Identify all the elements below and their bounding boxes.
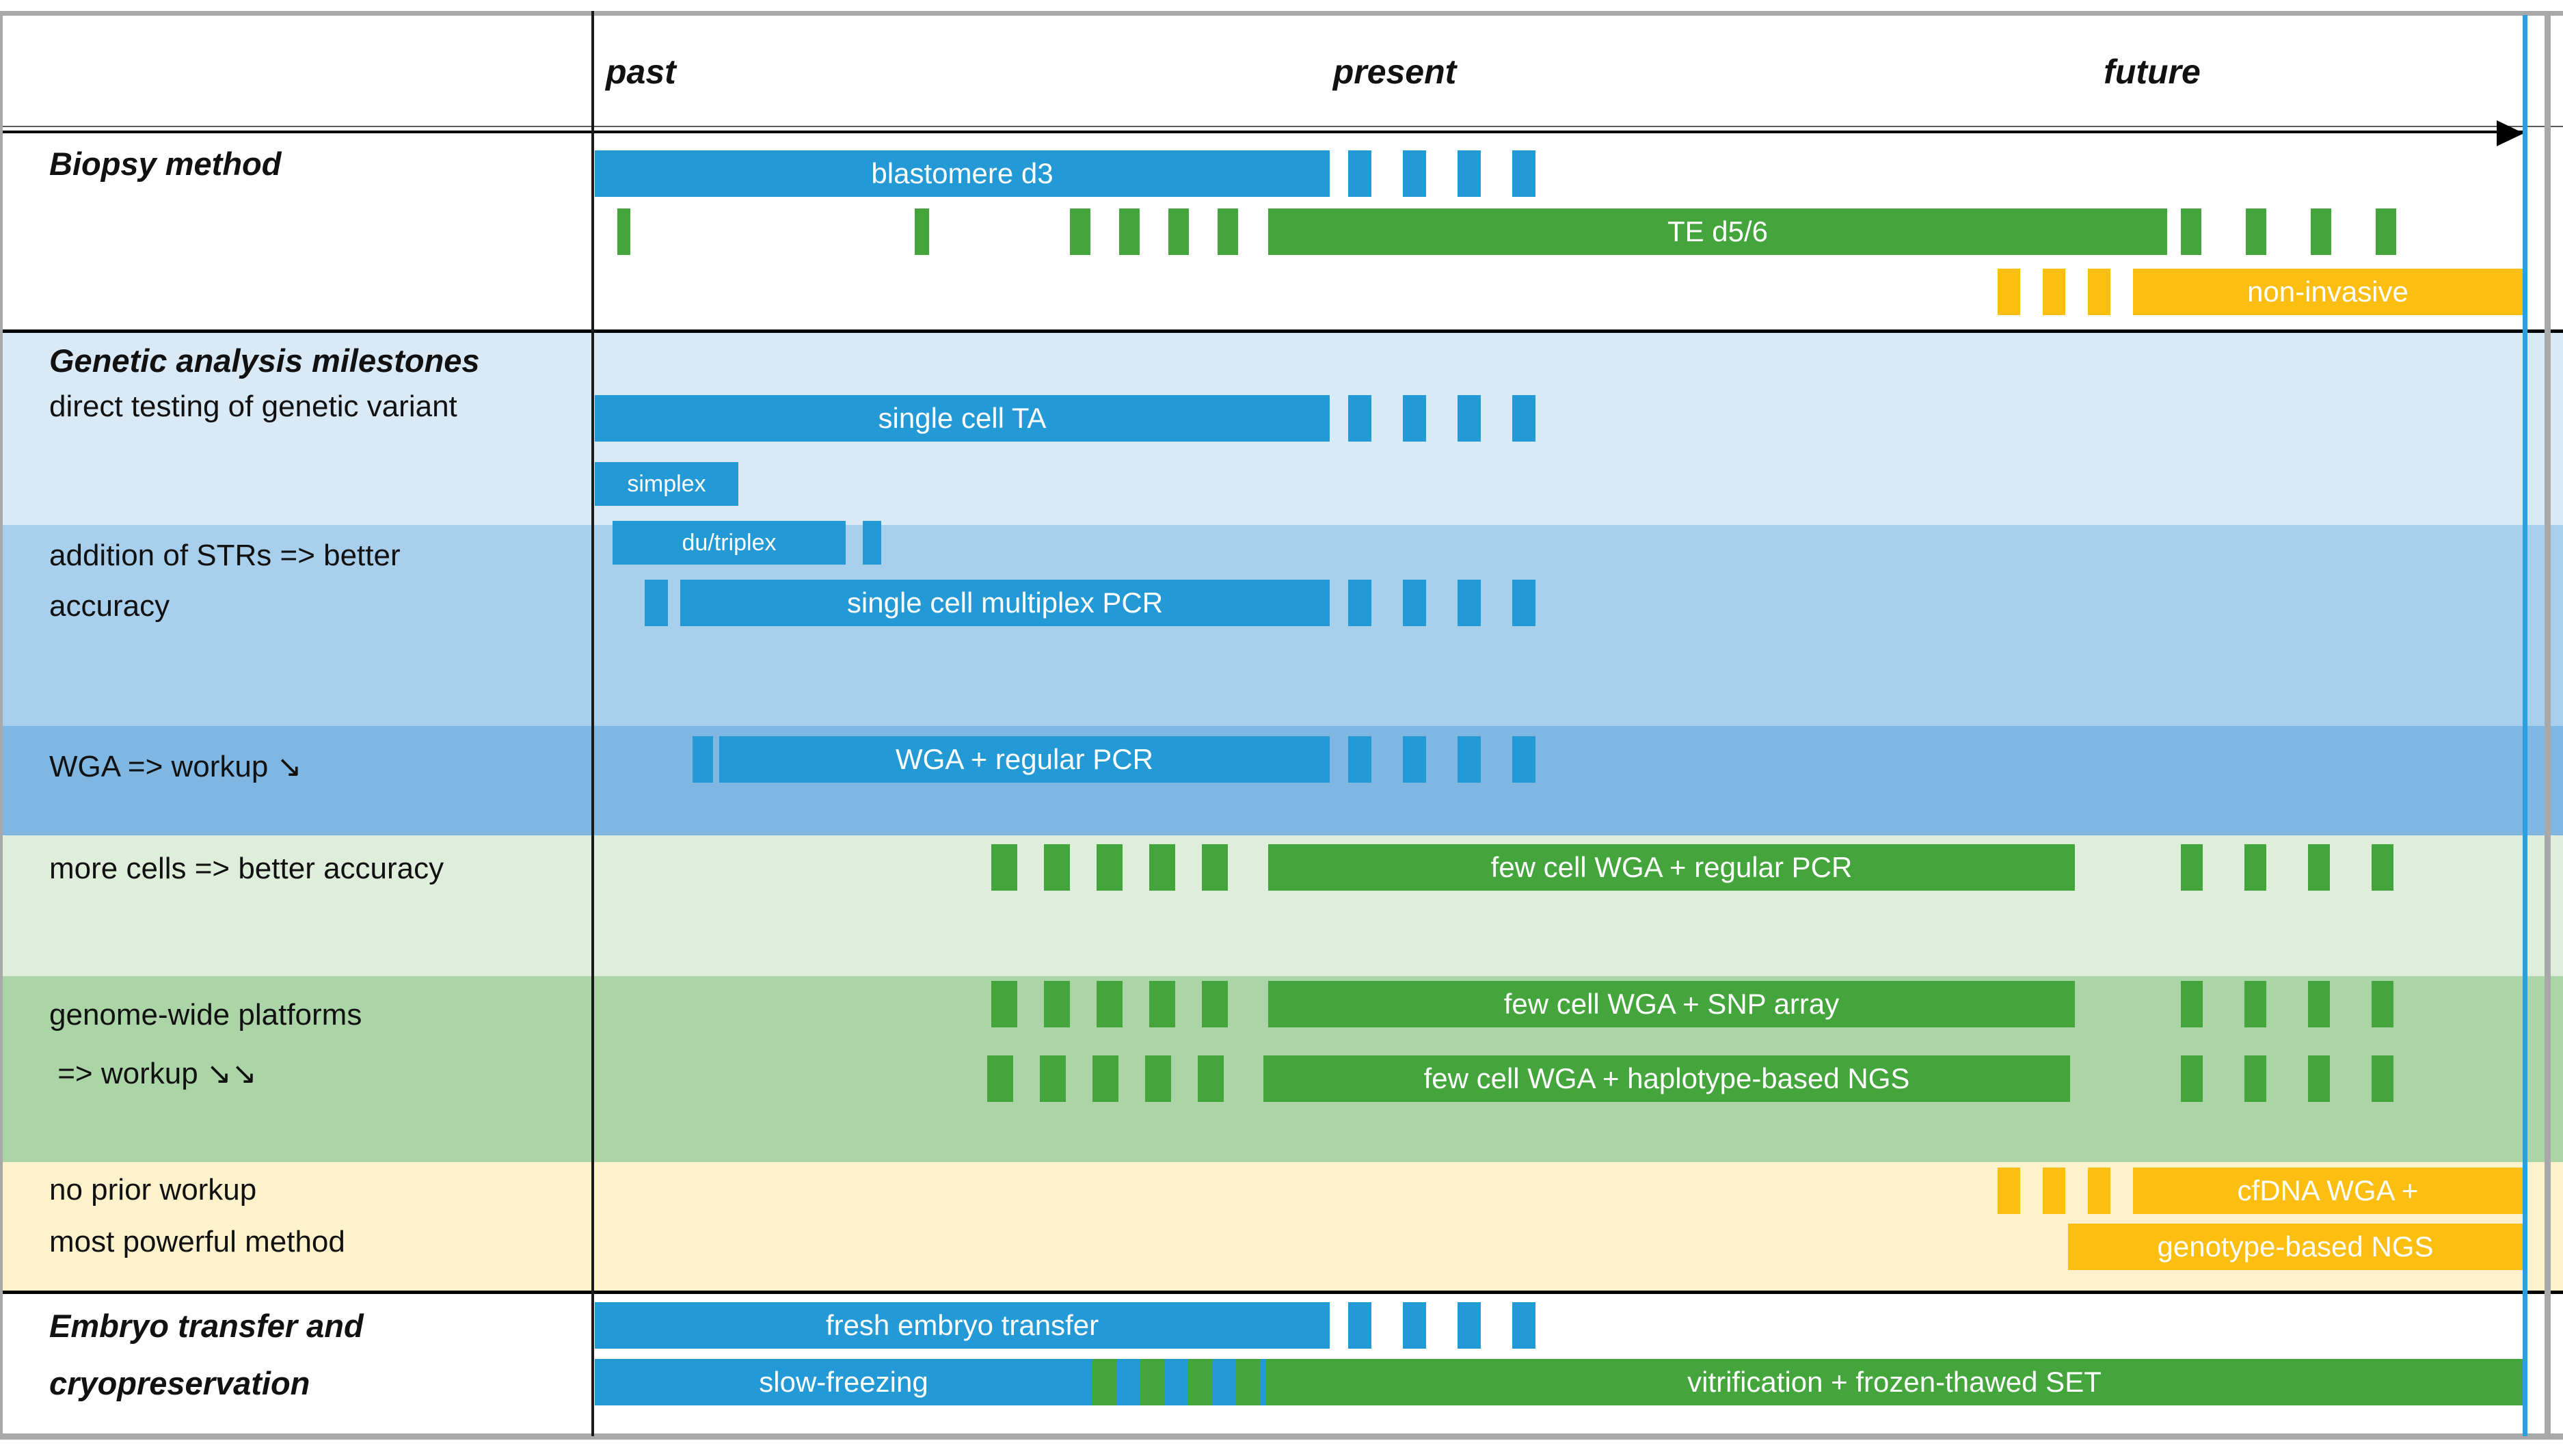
- frame-left: [0, 11, 3, 1440]
- bar-te-d5-6: TE d5/6: [1268, 208, 2167, 255]
- row-label-genome-wide-line1: genome-wide platforms: [49, 998, 362, 1032]
- axis-label-present: present: [1332, 53, 1457, 91]
- timeline-axis-line: [0, 131, 2524, 133]
- dash-group-haplotype-ngs-fade-out: [2181, 1055, 2394, 1102]
- bar-du-triplex: du/triplex: [613, 521, 846, 565]
- dash-multiplex-fade-in: [645, 580, 668, 626]
- bar-cfdna-wga: cfDNA WGA +: [2133, 1168, 2523, 1214]
- bar-blastomere-d3: blastomere d3: [595, 150, 1330, 197]
- dash-group-cfdna-fade-in: [1998, 1168, 2110, 1214]
- row-label-wga-workup: WGA => workup ↘: [49, 750, 302, 783]
- frame-right: [2545, 11, 2551, 1440]
- bar-non-invasive: non-invasive: [2133, 269, 2523, 315]
- row-label-strs-line2: accuracy: [49, 589, 170, 623]
- bar-slow-freezing: slow-freezing: [595, 1359, 1092, 1405]
- dash-group-single-cell-ta-fade-out: [1348, 395, 1540, 442]
- dash-group-te-fade-out: [2181, 208, 2396, 255]
- dash-group-snp-fade-out: [2181, 981, 2394, 1027]
- dash-group-multiplex-fade-out: [1348, 580, 1540, 626]
- divider-milestones-transfer: [0, 1291, 2563, 1294]
- dash-wga-fade-in: [693, 736, 713, 783]
- axis-label-future: future: [2104, 53, 2201, 91]
- row-label-direct-testing: direct testing of genetic variant: [49, 390, 457, 423]
- bar-genotype-based-ngs: genotype-based NGS: [2068, 1224, 2523, 1270]
- row-label-more-cells: more cells => better accuracy: [49, 852, 444, 885]
- dash-group-wga-fade-out: [1348, 736, 1540, 783]
- dash-group-fresh-transfer-fade-out: [1348, 1302, 1540, 1349]
- dash-du-triplex-fade-out: [863, 521, 881, 565]
- section-title-biopsy: Biopsy method: [49, 146, 282, 182]
- bar-fresh-embryo-transfer: fresh embryo transfer: [595, 1302, 1330, 1349]
- bar-simplex: simplex: [595, 462, 738, 506]
- bar-few-cell-wga-regular-pcr: few cell WGA + regular PCR: [1268, 844, 2075, 891]
- dash-group-snp-fade-in: [991, 981, 1246, 1027]
- bar-few-cell-wga-haplotype-ngs: few cell WGA + haplotype-based NGS: [1263, 1055, 2070, 1102]
- dash-group-haplotype-ngs-fade-in: [987, 1055, 1242, 1102]
- timeline-arrowhead-icon: [2497, 120, 2524, 146]
- bar-single-cell-multiplex-pcr: single cell multiplex PCR: [680, 580, 1330, 626]
- label-column-divider-line: [591, 11, 594, 1436]
- present-future-boundary-line: [2523, 15, 2527, 1436]
- bar-vitrification-set: vitrification + frozen-thawed SET: [1266, 1359, 2523, 1405]
- frame-top: [0, 11, 2563, 16]
- bar-few-cell-wga-snp-array: few cell WGA + SNP array: [1268, 981, 2075, 1027]
- dash-group-freezing-transition: [1092, 1359, 1266, 1405]
- row-label-no-prior-line2: most powerful method: [49, 1225, 345, 1258]
- dash-te-early-1: [617, 208, 630, 255]
- row-label-no-prior-line1: no prior workup: [49, 1173, 257, 1206]
- row-label-genome-wide-line2: => workup ↘↘: [49, 1057, 257, 1090]
- axis-label-past: past: [606, 53, 676, 91]
- dash-te-early-2: [915, 208, 929, 255]
- dash-group-non-invasive-fade-in: [1998, 269, 2110, 315]
- dash-group-few-cell-pcr-fade-in: [991, 844, 1246, 891]
- dash-group-te-fade-in: [1070, 208, 1248, 255]
- bar-wga-regular-pcr: WGA + regular PCR: [719, 736, 1330, 783]
- axis-upper-rule: [0, 126, 2563, 127]
- frame-bottom: [0, 1433, 2563, 1440]
- dash-group-few-cell-pcr-fade-out: [2181, 844, 2394, 891]
- section-title-transfer-line2: cryopreservation: [49, 1365, 310, 1401]
- section-title-transfer-line1: Embryo transfer and: [49, 1308, 364, 1344]
- bar-single-cell-ta: single cell TA: [595, 395, 1330, 442]
- divider-biopsy-milestones: [0, 329, 2563, 333]
- dash-group-blastomere-fade-out: [1348, 150, 1540, 197]
- section-title-milestones: Genetic analysis milestones: [49, 342, 480, 379]
- row-label-strs-line1: addition of STRs => better: [49, 539, 401, 572]
